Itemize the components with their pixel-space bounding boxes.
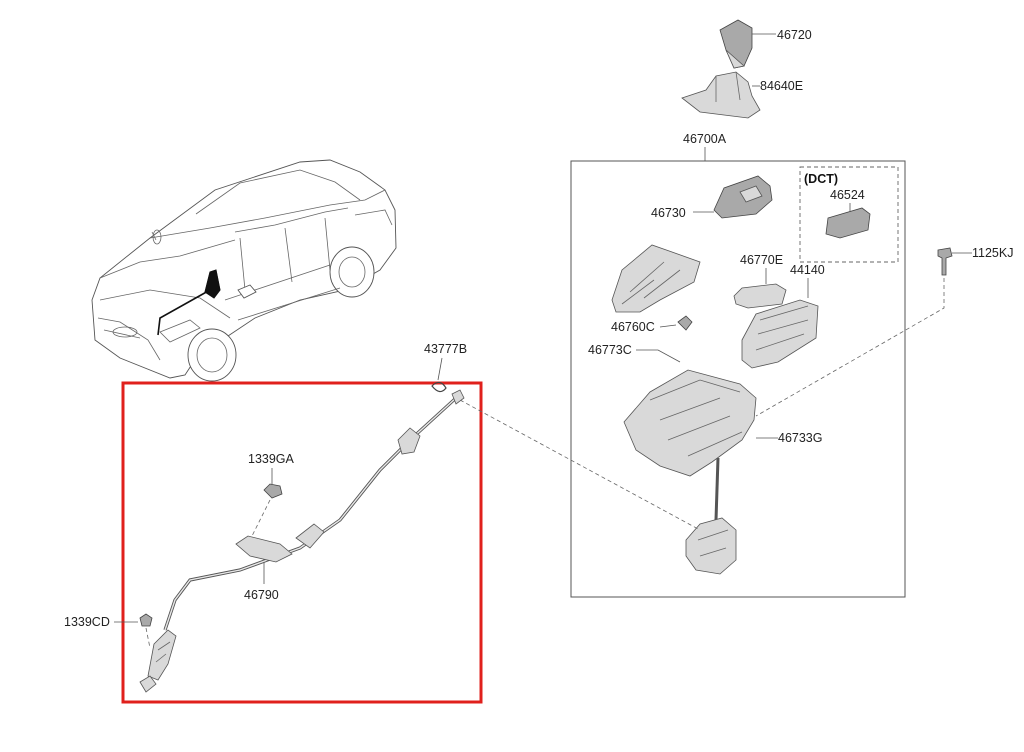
highlight-box bbox=[121, 381, 483, 704]
cable-adjuster-upper-icon bbox=[397, 427, 421, 455]
clip-43777B-icon bbox=[431, 381, 447, 393]
shift-knob-group: 46720 84640E bbox=[681, 19, 812, 119]
label-1125KJ: 1125KJ bbox=[972, 246, 1013, 260]
label-46760C: 46760C bbox=[611, 320, 655, 334]
label-46790: 46790 bbox=[244, 588, 279, 602]
control-unit-icon bbox=[741, 299, 819, 369]
dct-module-icon bbox=[825, 207, 871, 239]
label-46720: 46720 bbox=[777, 28, 812, 42]
label-1339CD: 1339CD bbox=[64, 615, 110, 629]
cable-lower-end-icon bbox=[147, 629, 177, 681]
vehicle-illustration bbox=[91, 159, 397, 382]
bolt-1125KJ-icon bbox=[937, 247, 953, 276]
shift-lever-mechanism-icon bbox=[685, 517, 737, 575]
label-46773C: 46773C bbox=[588, 343, 632, 357]
assembly-frame bbox=[570, 160, 906, 598]
nut-1339CD-icon bbox=[139, 613, 153, 627]
label-46770E: 46770E bbox=[740, 253, 783, 267]
label-84640E: 84640E bbox=[760, 79, 803, 93]
label-46730: 46730 bbox=[651, 206, 686, 220]
shifter-base-housing-icon bbox=[623, 369, 757, 477]
label-43777B: 43777B bbox=[424, 342, 467, 356]
label-46733G: 46733G bbox=[778, 431, 822, 445]
cable-bracket-icon bbox=[235, 535, 293, 563]
label-46700A: 46700A bbox=[683, 132, 727, 146]
label-dct: (DCT) bbox=[804, 172, 838, 186]
label-46524: 46524 bbox=[830, 188, 865, 202]
nut-1339GA-icon bbox=[263, 483, 283, 499]
46770E-part-icon bbox=[733, 283, 787, 309]
cable-grommet-icon bbox=[295, 523, 325, 549]
label-1339GA: 1339GA bbox=[248, 452, 295, 466]
46760C-clip-icon bbox=[677, 315, 693, 331]
shift-boot-icon bbox=[681, 71, 761, 119]
dct-box bbox=[799, 166, 899, 263]
label-44140: 44140 bbox=[790, 263, 825, 277]
